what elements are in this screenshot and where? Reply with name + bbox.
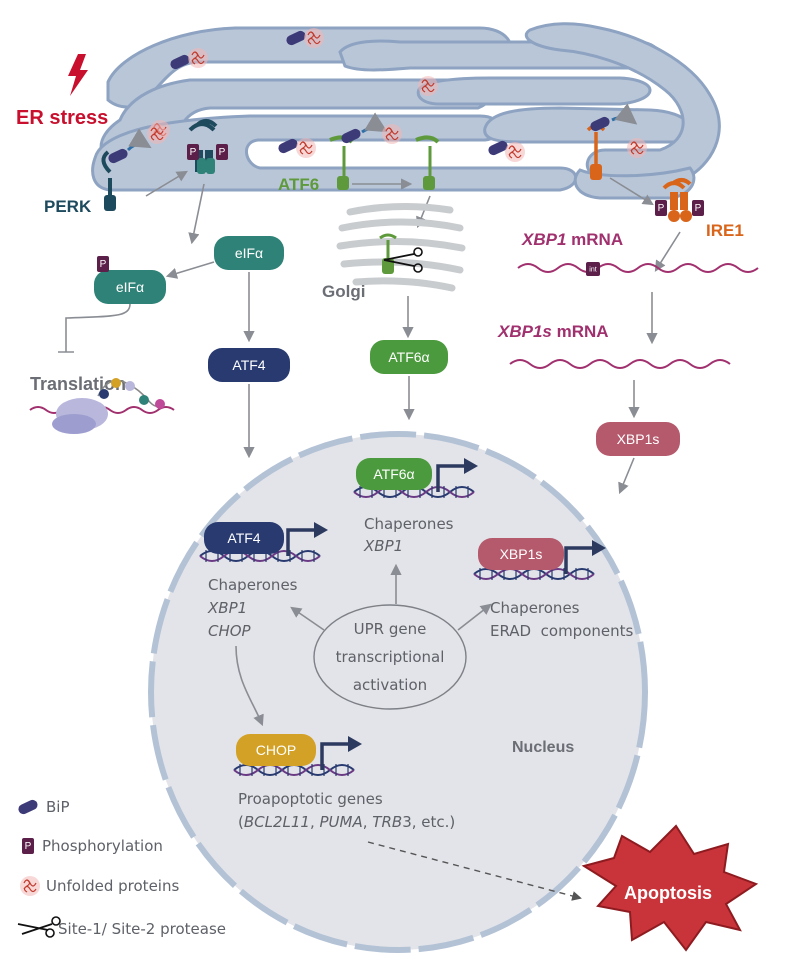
legend-phosphorylation: Phosphorylation — [22, 837, 163, 855]
nucleus-label: Nucleus — [512, 739, 574, 756]
svg-text:ATF4: ATF4 — [227, 530, 260, 546]
phosphorylation-icon — [692, 200, 704, 216]
phosphorylation-icon — [655, 200, 667, 216]
bip-icon — [16, 798, 40, 816]
svg-text:UPR gene: UPR gene — [354, 620, 427, 638]
er-membrane — [91, 22, 721, 200]
lightning-icon — [68, 54, 88, 96]
ire1-dimer — [655, 178, 704, 222]
phosphorylation-icon — [187, 144, 199, 160]
scissors-icon — [383, 247, 423, 273]
chop-nuclear: CHOP Proapoptotic genes (BCL2L11, PUMA, … — [233, 734, 582, 901]
svg-text:ATF6α: ATF6α — [373, 466, 414, 482]
svg-text:Unfolded proteins: Unfolded proteins — [46, 877, 179, 895]
svg-text:Phosphorylation: Phosphorylation — [42, 837, 163, 855]
perk-sensor: PERK — [44, 119, 228, 245]
legend-bip: BiP — [16, 798, 70, 816]
translation: Translation — [29, 374, 175, 434]
inhibition-arrow — [58, 303, 131, 353]
eif-pill: eIFα — [214, 236, 284, 270]
phosphorylation-icon — [216, 144, 228, 160]
svg-text:ERAD components: ERAD components — [490, 622, 633, 640]
perk-label: PERK — [44, 197, 92, 216]
svg-text:Chaperones: Chaperones — [364, 515, 454, 533]
svg-text:BiP: BiP — [46, 798, 70, 816]
legend: BiP Phosphorylation Unfolded proteins Si… — [16, 798, 226, 938]
atf6a-cyto-pill: ATF6α — [370, 340, 448, 374]
golgi-label: Golgi — [322, 282, 365, 301]
svg-text:XBP1s: XBP1s — [617, 431, 660, 447]
atf4-nuclear: ATF4 Chaperones XBP1 CHOP — [199, 520, 330, 727]
er-stress: ER stress — [16, 54, 108, 129]
arrow-eif-phospho — [165, 261, 215, 279]
atf6a-nuclear: ATF6α Chaperones XBP1 — [353, 456, 480, 555]
svg-text:Chaperones: Chaperones — [490, 599, 580, 617]
svg-text:XBP1: XBP1 — [207, 599, 247, 617]
eif-phospho-pill: eIFα — [94, 256, 166, 304]
legend-protease: Site-1/ Site-2 protease — [17, 916, 226, 938]
svg-text:CHOP: CHOP — [208, 622, 252, 640]
svg-text:transcriptional: transcriptional — [336, 648, 445, 666]
ire1-sensor: IRE1 — [586, 103, 744, 272]
upr-activation: UPR gene transcriptional activation — [290, 563, 492, 710]
xbp1-mrna: XBP1 mRNA int — [517, 230, 759, 345]
atf6-label: ATF6 — [278, 175, 319, 194]
xbp1s-nuclear: XBP1s Chaperones ERAD components — [473, 538, 633, 640]
svg-text:ATF4: ATF4 — [232, 357, 265, 373]
golgi: Golgi — [322, 202, 466, 339]
perk-dimer — [187, 119, 228, 174]
phosphorylation-icon — [97, 256, 109, 272]
ire1-label: IRE1 — [706, 221, 744, 240]
scissors-icon — [17, 916, 61, 938]
svg-text:XBP1s: XBP1s — [500, 546, 543, 562]
svg-text:Proapoptotic genes: Proapoptotic genes — [238, 790, 383, 808]
svg-text:XBP1: XBP1 — [363, 537, 403, 555]
intron-label: int — [589, 267, 596, 274]
xbp1s-cyto-pill: XBP1s — [596, 422, 680, 456]
apoptosis-burst: Apoptosis — [581, 824, 759, 952]
svg-text:eIFα: eIFα — [235, 245, 263, 261]
xbp1-mrna-label: XBP1 mRNA — [521, 230, 623, 249]
svg-text:ATF6α: ATF6α — [388, 349, 429, 365]
apoptosis-label: Apoptosis — [624, 883, 712, 903]
xbp1s-mrna: XBP1s mRNA — [497, 322, 731, 419]
er-stress-label: ER stress — [16, 107, 108, 129]
xbp1s-mrna-label: XBP1s mRNA — [497, 322, 609, 341]
atf4-cyto-pill: ATF4 — [208, 348, 290, 382]
arrow-xbp1s-nucleus — [618, 457, 635, 495]
svg-text:(BCL2L11, PUMA, TRB3, etc.): (BCL2L11, PUMA, TRB3, etc.) — [238, 813, 455, 831]
svg-text:CHOP: CHOP — [256, 742, 296, 758]
svg-text:activation: activation — [353, 676, 427, 694]
phosphorylation-icon — [22, 838, 34, 854]
svg-text:Chaperones: Chaperones — [208, 576, 298, 594]
unfolded-protein-icon — [19, 875, 41, 897]
legend-unfolded: Unfolded proteins — [19, 875, 179, 897]
svg-text:Site-1/ Site-2 protease: Site-1/ Site-2 protease — [58, 920, 226, 938]
svg-text:eIFα: eIFα — [116, 279, 144, 295]
